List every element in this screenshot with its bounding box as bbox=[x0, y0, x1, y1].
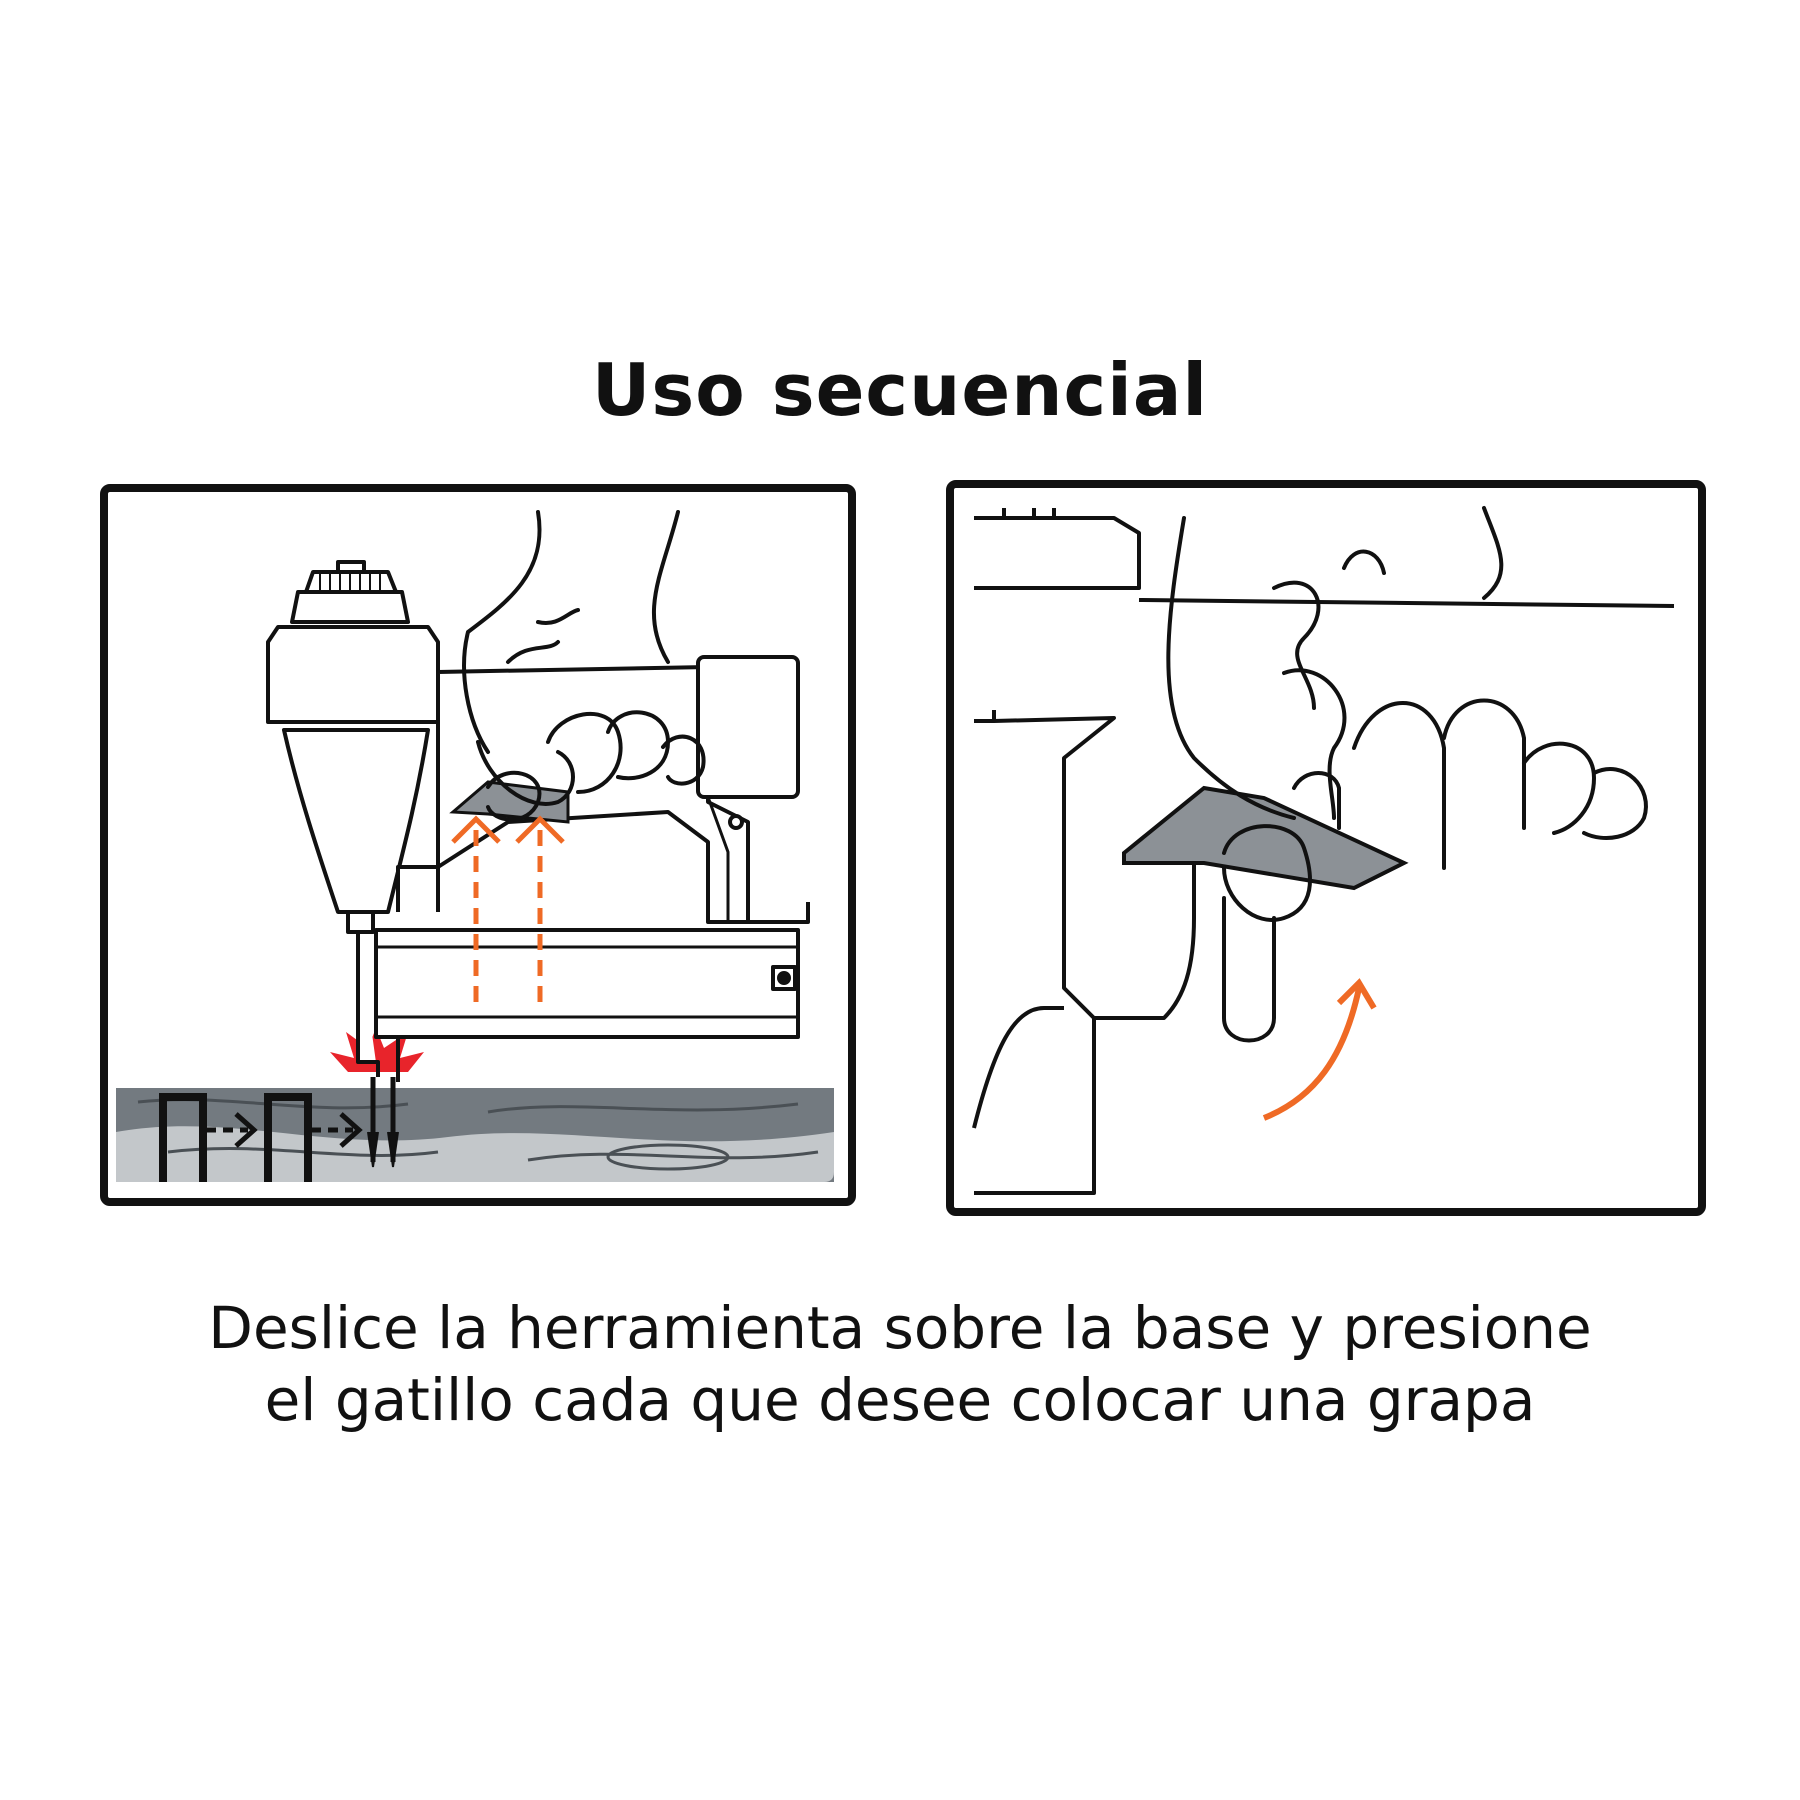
hand-icon bbox=[1166, 506, 1648, 1043]
finger-releasing-trigger-icon bbox=[972, 506, 1675, 1195]
panel-stapler-on-wood bbox=[100, 484, 856, 1206]
stapler-body-closeup bbox=[972, 508, 1675, 1195]
release-arrow-icon bbox=[1262, 987, 1362, 1121]
stapler-tool bbox=[266, 560, 810, 1082]
caption-line-1: Deslice la herramienta sobre la base y p… bbox=[208, 1294, 1592, 1362]
release-arrowhead-icon bbox=[1336, 978, 1377, 1010]
wood-base bbox=[116, 1088, 834, 1182]
instruction-caption: Deslice la herramienta sobre la base y p… bbox=[0, 1292, 1800, 1436]
staple-sequence bbox=[159, 1077, 399, 1182]
caption-line-2: el gatillo cada que desee colocar una gr… bbox=[264, 1366, 1536, 1434]
trigger-icon bbox=[1122, 785, 1409, 891]
lift-arrows-icon bbox=[451, 815, 565, 1002]
stapler-on-wood-trigger-pressed-icon bbox=[116, 510, 834, 1182]
hand-icon bbox=[462, 510, 706, 822]
panel-trigger-release bbox=[946, 480, 1706, 1216]
page-title: Uso secuencial bbox=[591, 348, 1209, 432]
